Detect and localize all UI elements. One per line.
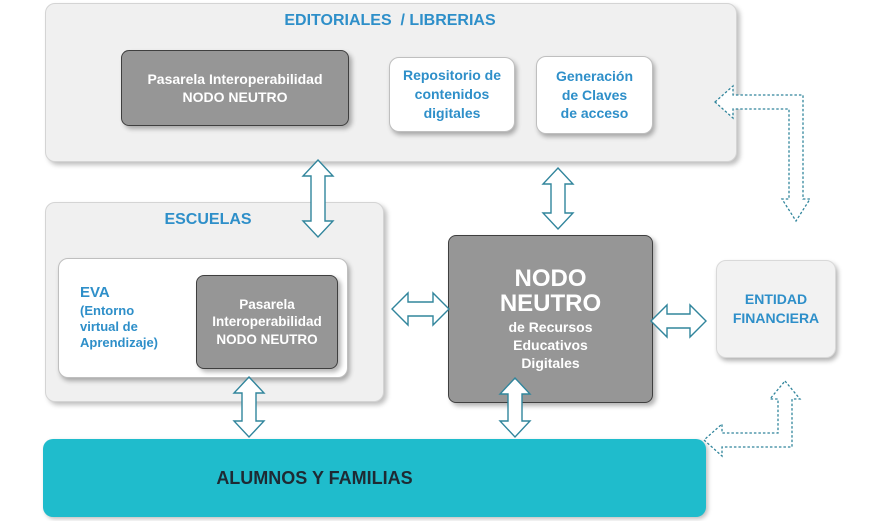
eva-line2: (Entorno: [80, 302, 135, 318]
entidad-line2: FINANCIERA: [732, 310, 820, 326]
escuelas-title: ESCUELAS: [164, 211, 252, 228]
arrow-entidad-alumnos: [703, 379, 802, 458]
entidad-financiera-box: ENTIDAD FINANCIERA: [716, 260, 836, 358]
eva-line4: Aprendizaje): [80, 335, 159, 351]
editoriales-pasarela-line1: Pasarela Interoperabilidad: [147, 70, 323, 87]
arrow-editoriales-nodo: [541, 166, 575, 231]
arrow-nodo-entidad: [650, 303, 707, 339]
alumnos-familias-box: ALUMNOS Y FAMILIAS: [43, 439, 706, 517]
generacion-claves-box: Generación de Claves de acceso: [536, 56, 653, 134]
generacion-line2: de Claves: [561, 86, 628, 103]
eva-line3: virtual de: [80, 319, 138, 334]
repositorio-line3: digitales: [423, 104, 481, 121]
nodo-sub-line1: de Recursos: [508, 318, 593, 335]
arrow-editoriales-entidad: [714, 84, 812, 223]
nodo-sub-line2: Educativos: [513, 337, 588, 354]
eva-text: EVA (Entorno virtual de Aprendizaje): [80, 284, 158, 352]
generacion-line3: de acceso: [560, 105, 629, 122]
repositorio-box: Repositorio de contenidos digitales: [389, 57, 515, 132]
escuelas-pasarela-line3: NODO NEUTRO: [216, 331, 318, 347]
nodo-title-line2: NEUTRO: [499, 289, 602, 317]
escuelas-pasarela-line1: Pasarela: [239, 296, 295, 312]
escuelas-pasarela-line2: Interoperabilidad: [212, 314, 322, 330]
nodo-sub-line3: Digitales: [521, 355, 580, 372]
nodo-title-line1: NODO: [514, 264, 587, 292]
editoriales-pasarela-box: Pasarela Interoperabilidad NODO NEUTRO: [121, 50, 349, 126]
nodo-neutro-box: NODO NEUTRO de Recursos Educativos Digit…: [448, 235, 653, 403]
escuelas-pasarela-box: Pasarela Interoperabilidad NODO NEUTRO: [196, 275, 338, 369]
arrow-escuelas-alumnos: [232, 375, 266, 439]
arrow-escuelas-nodo: [391, 291, 450, 327]
editoriales-pasarela-line2: NODO NEUTRO: [182, 89, 288, 105]
editoriales-title: EDITORIALES / LIBRERIAS: [284, 12, 496, 29]
entidad-line1: ENTIDAD: [744, 291, 808, 308]
arrow-nodo-alumnos: [498, 376, 532, 439]
arrow-editoriales-escuelas: [301, 158, 335, 239]
repositorio-line2: contenidos: [414, 86, 490, 103]
eva-label: EVA: [80, 284, 110, 301]
generacion-line1: Generación: [555, 67, 634, 84]
repositorio-line1: Repositorio de: [402, 67, 501, 84]
alumnos-familias-label: ALUMNOS Y FAMILIAS: [216, 467, 413, 488]
